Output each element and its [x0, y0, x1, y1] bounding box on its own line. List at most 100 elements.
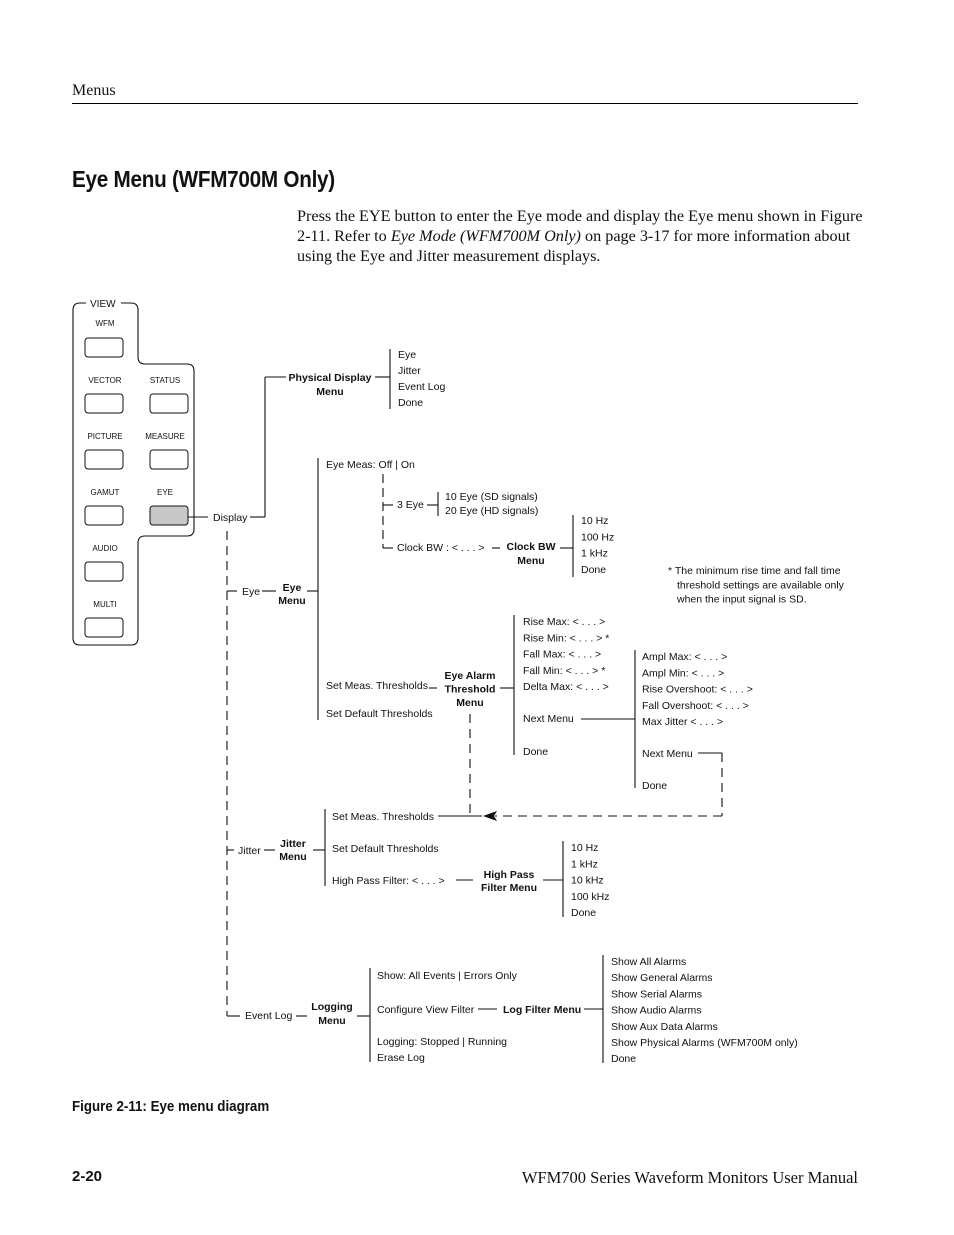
configure-view-filter-option: Configure View Filter — [377, 1004, 475, 1016]
eye-button[interactable] — [149, 505, 189, 526]
three-eye-option: 3 Eye — [397, 499, 424, 511]
panel-label-multi: MULTI — [93, 600, 116, 609]
picture-button[interactable] — [84, 449, 124, 470]
physical-display-menu-title-2: Menu — [316, 386, 343, 398]
page-title: Eye Menu (WFM700M Only) — [72, 166, 335, 192]
eye-alarm-menu-title-1: Threshold — [445, 684, 496, 696]
eye-alarm2-item-4: Max Jitter < . . . > — [642, 716, 723, 728]
jitter-set-meas-thresholds: Set Meas. Thresholds — [332, 811, 434, 823]
clock-bw-item-3: Done — [581, 564, 606, 576]
intro-text-2: on page 3‑17 for more information about … — [297, 227, 851, 265]
high-pass-filter-option: High Pass Filter: < . . . > — [332, 875, 445, 887]
panel-label-eye: EYE — [157, 488, 173, 497]
hpf-item-2: 10 kHz — [571, 875, 604, 887]
eye-alarm-item-0: Rise Max: < . . . > — [523, 616, 605, 628]
hpf-item-4: Done — [571, 907, 596, 919]
vector-button[interactable] — [84, 393, 124, 414]
eye-alarm-item-2: Fall Max: < . . . > — [523, 649, 601, 661]
set-meas-thresholds-option: Set Meas. Thresholds — [326, 680, 428, 692]
jitter-branch-label: Jitter — [238, 845, 261, 857]
eye-menu-title-2: Menu — [278, 595, 305, 607]
multi-button[interactable] — [84, 617, 124, 638]
log-filter-item-6: Done — [611, 1053, 636, 1065]
clock-bw-option: Clock BW : < . . . > — [397, 542, 485, 554]
eye-alarm-menu-title-0: Eye Alarm — [445, 670, 496, 682]
clock-bw-menu-title: Clock BW — [506, 541, 555, 553]
hpf-item-1: 1 kHz — [571, 858, 598, 870]
log-filter-item-4: Show Aux Data Alarms — [611, 1021, 718, 1033]
logging-menu-title: Logging — [311, 1001, 352, 1013]
cross-reference-link[interactable]: Eye Mode (WFM700M Only) — [390, 227, 581, 245]
wfm-button[interactable] — [84, 337, 124, 358]
eye-alarm2-done: Done — [642, 780, 667, 792]
physical-display-item-3: Done — [398, 397, 423, 409]
panel-label-picture: PICTURE — [87, 432, 122, 441]
eye-alarm-menu-title-2: Menu — [456, 697, 483, 709]
physical-display-menu-title: Physical Display — [289, 372, 372, 384]
clock-bw-menu-title-2: Menu — [517, 555, 544, 567]
eye-alarm2-next-menu: Next Menu — [642, 748, 693, 760]
eye-alarm2-item-2: Rise Overshoot: < . . . > — [642, 684, 753, 696]
hpf-item-0: 10 Hz — [571, 842, 598, 854]
jitter-menu-title-2: Menu — [279, 851, 306, 863]
panel-label-audio: AUDIO — [92, 544, 117, 553]
panel-label-status: STATUS — [150, 376, 180, 385]
eye-alarm2-item-0: Ampl Max: < . . . > — [642, 651, 727, 663]
panel-label-measure: MEASURE — [145, 432, 185, 441]
figure-caption: Figure 2‑11: Eye menu diagram — [72, 1099, 270, 1115]
logging-state-option: Logging: Stopped | Running — [377, 1036, 507, 1048]
hpf-menu-title-2: Filter Menu — [481, 882, 537, 894]
log-filter-menu-title: Log Filter Menu — [503, 1004, 581, 1016]
log-filter-item-1: Show General Alarms — [611, 972, 713, 984]
hpf-menu-title: High Pass — [484, 869, 535, 881]
jitter-menu-title: Jitter — [280, 838, 306, 850]
clock-bw-item-2: 1 kHz — [581, 548, 608, 560]
eye-meas-option: Eye Meas: Off | On — [326, 459, 415, 471]
set-default-thresholds-option: Set Default Thresholds — [326, 708, 433, 720]
log-filter-item-0: Show All Alarms — [611, 956, 686, 968]
intro-text-1: Press the EYE button to enter the Eye mo… — [297, 207, 863, 245]
eye-option-10: 10 Eye (SD signals) — [445, 491, 538, 503]
eye-alarm-next-menu: Next Menu — [523, 713, 574, 725]
eye-alarm2-item-1: Ampl Min: < . . . > — [642, 667, 724, 679]
eye-menu-title: Eye — [283, 582, 302, 594]
eye-alarm-done: Done — [523, 746, 548, 758]
logging-menu-title-2: Menu — [318, 1015, 345, 1027]
view-group-label: VIEW — [90, 299, 116, 310]
event-log-branch-label: Event Log — [245, 1010, 292, 1022]
physical-display-item-0: Eye — [398, 349, 416, 361]
erase-log-option: Erase Log — [377, 1052, 425, 1064]
clock-bw-item-1: 100 Hz — [581, 531, 614, 543]
log-filter-item-3: Show Audio Alarms — [611, 1005, 701, 1017]
eye-branch-label: Eye — [242, 586, 260, 598]
physical-display-item-1: Jitter — [398, 365, 421, 377]
intro-paragraph: Press the EYE button to enter the Eye mo… — [297, 206, 867, 266]
display-label: Display — [213, 512, 248, 524]
eye-alarm-item-4: Delta Max: < . . . > — [523, 681, 609, 693]
physical-display-item-2: Event Log — [398, 381, 445, 393]
eye-alarm-item-1: Rise Min: < . . . > * — [523, 632, 609, 644]
view-panel-outline — [72, 302, 195, 646]
header-rule — [72, 103, 858, 104]
show-events-option: Show: All Events | Errors Only — [377, 970, 518, 982]
arrowhead-icon — [483, 811, 497, 821]
running-header: Menus — [72, 82, 116, 99]
gamut-button[interactable] — [84, 505, 124, 526]
audio-button[interactable] — [84, 561, 124, 582]
jitter-set-default-thresholds: Set Default Thresholds — [332, 843, 439, 855]
eye-option-20: 20 Eye (HD signals) — [445, 505, 538, 517]
hpf-item-3: 100 kHz — [571, 891, 610, 903]
panel-label-wfm: WFM — [95, 319, 114, 328]
manual-title: WFM700 Series Waveform Monitors User Man… — [521, 1168, 858, 1187]
log-filter-item-2: Show Serial Alarms — [611, 988, 702, 1000]
status-button[interactable] — [149, 393, 189, 414]
connector-lines — [72, 302, 723, 1063]
footnote-line-2: when the input signal is SD. — [676, 594, 807, 606]
measure-button[interactable] — [149, 449, 189, 470]
eye-alarm2-item-3: Fall Overshoot: < . . . > — [642, 700, 749, 712]
panel-label-vector: VECTOR — [88, 376, 121, 385]
log-filter-item-5: Show Physical Alarms (WFM700M only) — [611, 1037, 798, 1049]
footnote-line-0: * The minimum rise time and fall time — [668, 565, 841, 577]
clock-bw-item-0: 10 Hz — [581, 515, 608, 527]
